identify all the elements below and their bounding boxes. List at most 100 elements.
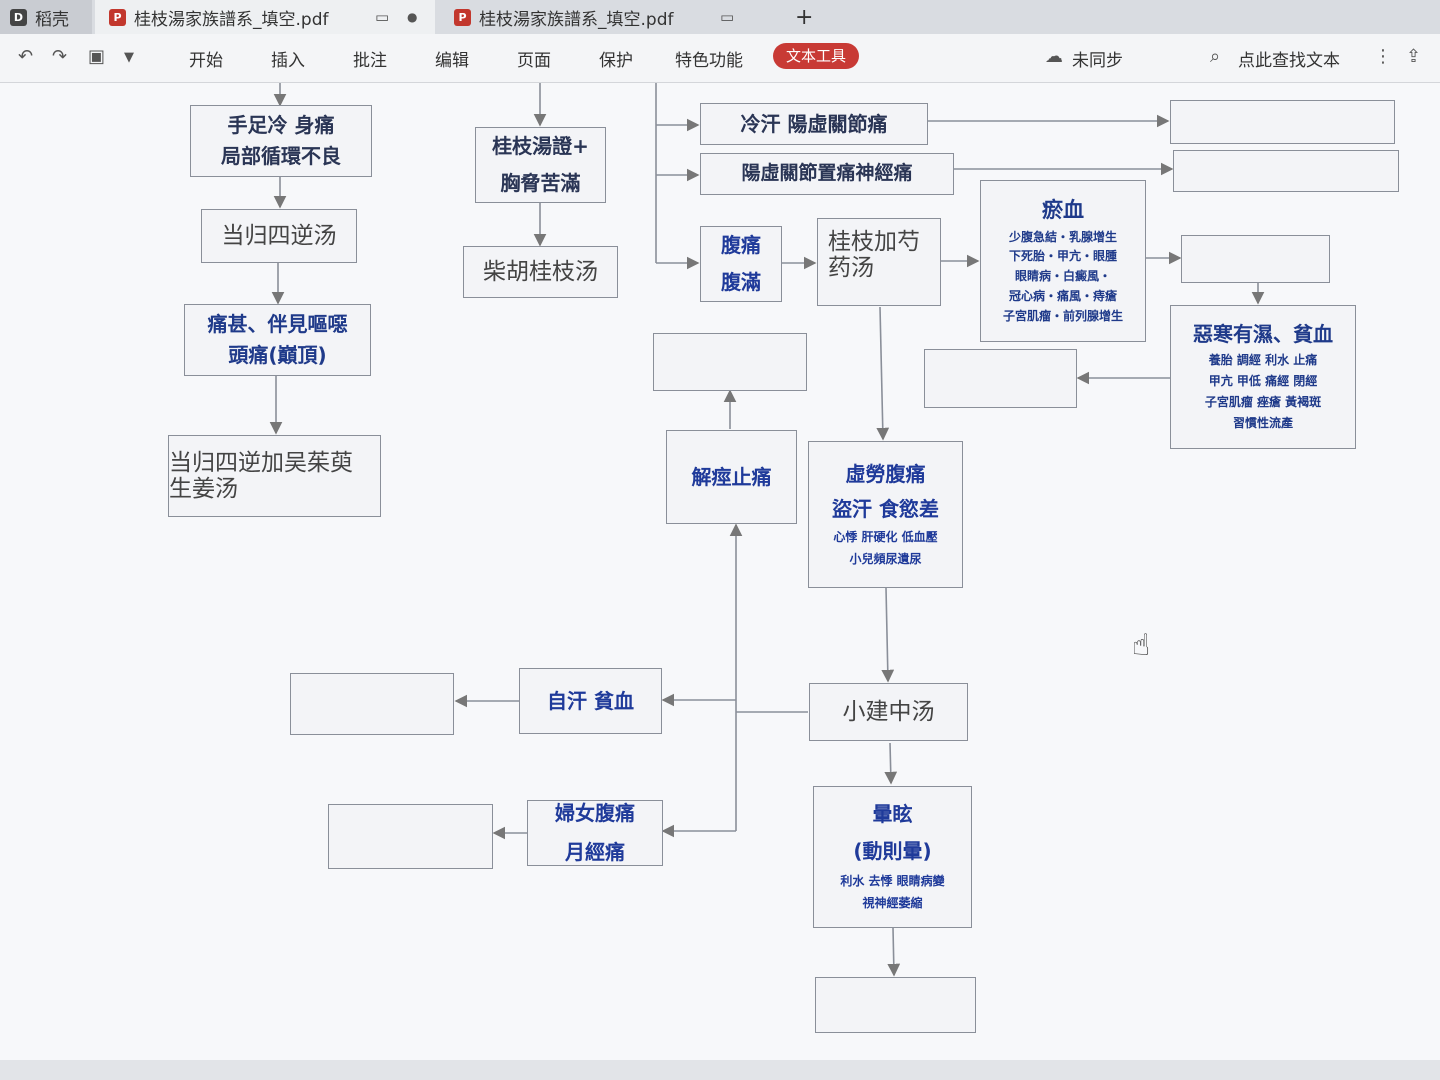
box-spontaneous-sweat: 自汗 貧血 <box>519 668 662 734</box>
redo-icon[interactable]: ↷ <box>52 46 68 67</box>
tab-second-document[interactable]: P 桂枝湯家族譜系_填空.pdf ▭ <box>440 0 780 34</box>
blank-box[interactable] <box>1181 235 1330 283</box>
box-text: 自汗 貧血 <box>547 688 634 713</box>
box-text: 虛勞腹痛 <box>845 461 926 486</box>
box-text: 習慣性流產 <box>1232 415 1293 430</box>
box-text: 甲亢 甲低 痛經 閉經 <box>1208 374 1318 389</box>
box-text: 小兒頻尿遺尿 <box>849 551 922 566</box>
blank-box[interactable] <box>653 333 807 391</box>
blank-box[interactable] <box>1173 150 1399 192</box>
box-text: 冠心病・痛風・痔瘡 <box>1008 288 1117 303</box>
box-text: 子宮肌瘤 痤瘡 黃褐斑 <box>1204 395 1322 409</box>
box-cold-limbs: 手足冷 身痛 局部循環不良 <box>190 105 372 177</box>
screen-icon[interactable]: ▣ <box>88 46 106 67</box>
box-danggui-sini: 当归四逆汤 <box>201 209 357 263</box>
box-text: 頭痛(巔頂) <box>228 343 327 367</box>
tab-bar: D 稻壳 P 桂枝湯家族譜系_填空.pdf ▭ ● P 桂枝湯家族譜系_填空.p… <box>0 0 1440 34</box>
box-text: 婦女腹痛 <box>555 801 635 825</box>
box-text: 腹滿 <box>721 270 761 294</box>
box-text: 下死胎・甲亢・眼腫 <box>1008 249 1117 264</box>
box-text: (動則暈) <box>853 839 932 864</box>
box-joint-pain: 陽虛關節置痛神經痛 <box>700 153 954 195</box>
monitor-icon[interactable]: ▭ <box>720 8 735 26</box>
monitor-icon[interactable]: ▭ <box>375 8 390 26</box>
hand-cursor-icon: ☝ <box>1132 628 1151 663</box>
menu-edit[interactable]: 编辑 <box>435 51 469 71</box>
box-text: 手足冷 身痛 <box>227 113 335 137</box>
box-title: 瘀血 <box>1042 198 1084 223</box>
menu-annotate[interactable]: 批注 <box>353 51 387 71</box>
box-blood-stasis: 瘀血 少腹急結・乳腺增生 下死胎・甲亢・眼腫 眼睛病・白癜風・ 冠心病・痛風・痔… <box>980 180 1146 342</box>
box-text: 桂枝加芍 <box>828 229 920 255</box>
tab-active-label: 桂枝湯家族譜系_填空.pdf <box>134 9 329 30</box>
box-text: 当归四逆汤 <box>221 222 337 249</box>
box-text: 月經痛 <box>565 840 625 864</box>
box-text: 子宮肌瘤・前列腺增生 <box>1002 308 1123 323</box>
box-text: 暈眩 <box>872 802 913 827</box>
search-text-button[interactable]: 点此查找文本 <box>1238 51 1340 71</box>
tab-home-label: 稻壳 <box>35 9 69 30</box>
box-text: 陽虛關節置痛神經痛 <box>741 162 913 185</box>
box-chaihu-guizhi: 柴胡桂枝汤 <box>463 246 618 298</box>
box-text: 柴胡桂枝汤 <box>483 258 598 285</box>
box-text: 眼睛病・白癜風・ <box>1014 269 1111 284</box>
unsaved-dot: ● <box>407 10 418 24</box>
box-cold-sweat: 冷汗 陽虛關節痛 <box>700 103 928 145</box>
box-severe-pain: 痛甚、伴見嘔噁 頭痛(巔頂) <box>184 304 371 376</box>
box-guizhi-jia-shaoyao: 桂枝加芍 药汤 <box>817 218 941 306</box>
box-text: 腹痛 <box>721 233 761 257</box>
sync-status[interactable]: 未同步 <box>1072 51 1123 71</box>
menu-protect[interactable]: 保护 <box>599 51 633 71</box>
box-danggui-sini-wuzhuyu: 当归四逆加吴茱萸 生姜汤 <box>168 435 381 517</box>
flowchart-connectors <box>269 83 1265 977</box>
box-text: 胸脅苦滿 <box>500 171 581 195</box>
blank-box[interactable] <box>328 804 493 869</box>
menu-start[interactable]: 开始 <box>189 51 223 71</box>
tab-active-document[interactable]: P 桂枝湯家族譜系_填空.pdf ▭ ● <box>95 0 435 34</box>
box-text: 解痙止痛 <box>691 464 772 489</box>
box-text: 桂枝湯證+ <box>492 134 589 158</box>
box-text: 生姜汤 <box>169 476 238 502</box>
text-tool-tab[interactable]: 文本工具 <box>773 43 859 69</box>
box-text: 養胎 調經 利水 止痛 <box>1208 353 1318 368</box>
blank-box[interactable] <box>924 349 1077 408</box>
box-dizziness: 暈眩 (動則暈) 利水 去悸 眼睛病變 視神經萎縮 <box>813 786 972 928</box>
box-text: 少腹急結・乳腺增生 <box>1008 229 1117 244</box>
new-tab-button[interactable]: + <box>795 4 814 30</box>
box-text: 冷汗 陽虛關節痛 <box>740 111 888 136</box>
share-icon[interactable]: ⇪ <box>1406 46 1422 67</box>
menu-features[interactable]: 特色功能 <box>675 51 743 71</box>
box-abdominal-pain: 腹痛 腹滿 <box>700 226 782 302</box>
undo-icon[interactable]: ↶ <box>18 46 34 67</box>
docer-logo-icon: D <box>10 8 27 26</box>
box-guizhi-syndrome: 桂枝湯證+ 胸脅苦滿 <box>475 127 606 203</box>
box-title: 惡寒有濕、貧血 <box>1193 322 1333 347</box>
menu-page[interactable]: 页面 <box>517 51 551 71</box>
box-text: 局部循環不良 <box>221 144 341 168</box>
box-xiao-jianzhong: 小建中汤 <box>809 683 968 741</box>
toolbar: ↶ ↷ ▣ ▼ 开始 插入 批注 编辑 页面 保护 特色功能 文本工具 ☁ 未同… <box>0 34 1440 83</box>
box-text: 药汤 <box>828 255 874 282</box>
tab-home[interactable]: D 稻壳 <box>0 0 92 34</box>
box-text: 当归四逆加吴茱萸 <box>169 449 353 476</box>
more-icon[interactable]: ⋮ <box>1374 46 1392 67</box>
chevron-down-icon[interactable]: ▼ <box>124 50 134 65</box>
tab-second-label: 桂枝湯家族譜系_填空.pdf <box>479 9 674 30</box>
box-consumptive-pain: 虛勞腹痛 盜汗 食慾差 心悸 肝硬化 低血壓 小兒頻尿遺尿 <box>808 441 963 588</box>
blank-box[interactable] <box>290 673 454 735</box>
blank-box[interactable] <box>1170 100 1395 144</box>
menu-insert[interactable]: 插入 <box>271 51 305 71</box>
pdf-icon: P <box>109 8 126 26</box>
cloud-sync-icon[interactable]: ☁ <box>1045 46 1063 67</box>
box-cold-damp-anemia: 惡寒有濕、貧血 養胎 調經 利水 止痛 甲亢 甲低 痛經 閉經 子宮肌瘤 痤瘡 … <box>1170 305 1356 449</box>
box-text: 小建中汤 <box>842 698 935 725</box>
box-spasm-relief: 解痙止痛 <box>666 430 797 524</box>
document-canvas: 手足冷 身痛 局部循環不良 当归四逆汤 痛甚、伴見嘔噁 頭痛(巔頂) 当归四逆加… <box>0 83 1440 1080</box>
box-text: 盜汗 食慾差 <box>832 496 939 521</box>
box-text: 心悸 肝硬化 低血壓 <box>833 529 938 544</box>
search-icon[interactable]: ⌕ <box>1210 46 1221 67</box>
box-text: 視神經萎縮 <box>862 896 923 910</box>
box-text: 利水 去悸 眼睛病變 <box>840 874 945 889</box>
blank-box[interactable] <box>815 977 976 1033</box>
pdf-icon: P <box>454 8 471 26</box>
